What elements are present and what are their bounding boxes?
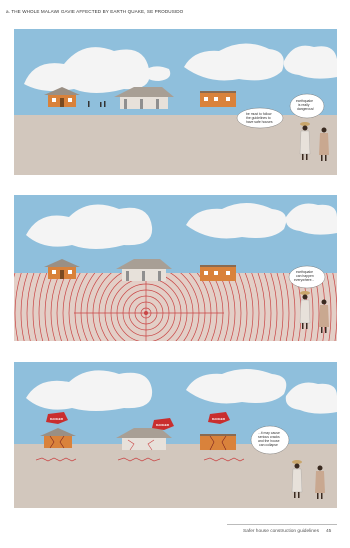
panel-damaged-houses: DANGER DANGER DANGER ... bbox=[14, 362, 337, 508]
page-number: 45 bbox=[326, 529, 331, 534]
panel-earthquake-waves: earthquake can happen everywhere... bbox=[14, 195, 337, 341]
ground bbox=[14, 115, 337, 175]
epicenter-dot bbox=[144, 311, 148, 315]
svg-text:have safe houses: have safe houses bbox=[246, 120, 273, 124]
panel-3-illustration: DANGER DANGER DANGER ... bbox=[14, 362, 337, 508]
house-right-cracked bbox=[200, 434, 236, 450]
panel-1-illustration: be must to follow the guidelines to have… bbox=[14, 29, 337, 175]
svg-text:can collapse: can collapse bbox=[259, 443, 278, 447]
svg-text:DANGER: DANGER bbox=[156, 423, 170, 427]
page-heading: a. THE WHOLE MALAWI GAVIE AFFECTED BY EA… bbox=[6, 9, 344, 14]
footer-divider bbox=[227, 524, 337, 525]
house-right bbox=[200, 91, 236, 107]
svg-text:DANGER: DANGER bbox=[212, 417, 226, 421]
ground bbox=[14, 444, 337, 508]
speech-bubble-1: be must to follow the guidelines to have… bbox=[237, 108, 283, 128]
house-right bbox=[200, 265, 236, 281]
footer-title: Safer house construction guidelines bbox=[243, 529, 319, 534]
speech-bubble: ...it may cause serious cracks and the h… bbox=[251, 426, 289, 454]
panel-2-illustration: earthquake can happen everywhere... bbox=[14, 195, 337, 341]
panel-village-before: be must to follow the guidelines to have… bbox=[14, 29, 337, 175]
svg-text:dangerous!: dangerous! bbox=[297, 107, 314, 111]
speech-bubble: earthquake can happen everywhere... bbox=[289, 266, 325, 288]
svg-text:everywhere...: everywhere... bbox=[294, 278, 314, 282]
speech-bubble-2: earthquake is really dangerous! bbox=[290, 94, 324, 118]
svg-text:DANGER: DANGER bbox=[50, 417, 64, 421]
